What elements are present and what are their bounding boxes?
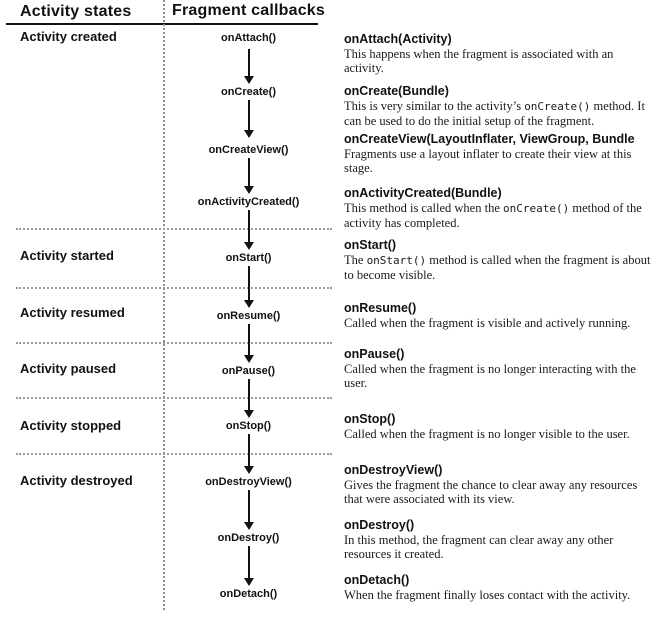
description-text: method of the activity has completed. (344, 201, 642, 230)
description-body: This happens when the fragment is associ… (344, 47, 653, 75)
description-oncreate: onCreate(Bundle) This is very similar to… (344, 84, 653, 128)
description-text: This happens when the fragment is associ… (344, 47, 614, 75)
description-onactivitycreated: onActivityCreated(Bundle) This method is… (344, 186, 653, 230)
callback-onattach: onAttach() (221, 32, 276, 44)
description-text: When the fragment finally loses contact … (344, 588, 631, 602)
description-text: method is called when the fragment is ab… (344, 253, 651, 282)
state-separator-dotted (16, 287, 332, 289)
description-heading: onDestroyView() (344, 463, 443, 477)
state-separator-dotted (16, 228, 332, 230)
description-inline-code: onStart() (366, 254, 427, 267)
description-heading: onStart() (344, 238, 397, 252)
description-onresume: onResume() Called when the fragment is v… (344, 301, 653, 330)
description-heading: onDestroy() (344, 518, 415, 532)
description-inline-code: onCreate() (503, 202, 570, 215)
state-separator-dotted (16, 342, 332, 344)
description-oncreateview: onCreateView(LayoutInflater, ViewGroup, … (344, 132, 653, 175)
description-text: In this method, the fragment can clear a… (344, 533, 614, 561)
activity-states-header: Activity states (20, 3, 132, 20)
description-onattach: onAttach(Activity) This happens when the… (344, 32, 653, 75)
description-body: Fragments use a layout inflater to creat… (344, 147, 653, 175)
description-body: Gives the fragment the chance to clear a… (344, 478, 653, 506)
description-text: Fragments use a layout inflater to creat… (344, 147, 632, 175)
flow-arrow-down-icon (244, 100, 254, 138)
state-activity-paused: Activity paused (20, 361, 117, 376)
description-inline-code: onCreate() (524, 100, 591, 113)
description-heading: onPause() (344, 347, 405, 361)
description-heading: onDetach() (344, 573, 410, 587)
fragment-callbacks-header: Fragment callbacks (172, 2, 325, 19)
description-body: The onStart() method is called when the … (344, 253, 653, 282)
flow-arrow-down-icon (244, 210, 254, 250)
description-ondestroyview: onDestroyView() Gives the fragment the c… (344, 463, 653, 506)
description-ondestroy: onDestroy() In this method, the fragment… (344, 518, 653, 561)
state-activity-resumed: Activity resumed (20, 305, 125, 320)
state-separator-dotted (16, 397, 332, 399)
description-heading: onStop() (344, 412, 396, 426)
description-text: This method is called when the (344, 201, 503, 215)
flow-arrow-down-icon (244, 324, 254, 363)
description-heading: onCreateView(LayoutInflater, ViewGroup, … (344, 132, 635, 146)
callback-ondestroyview: onDestroyView() (205, 476, 292, 488)
callback-ondetach: onDetach() (219, 588, 278, 600)
callback-onactivitycreated: onActivityCreated() (197, 196, 300, 208)
description-ondetach: onDetach() When the fragment finally los… (344, 573, 653, 602)
description-onstop: onStop() Called when the fragment is no … (344, 412, 653, 441)
flow-arrow-down-icon (244, 379, 254, 418)
flow-arrow-down-icon (244, 546, 254, 586)
state-activity-destroyed: Activity destroyed (20, 473, 133, 488)
description-body: In this method, the fragment can clear a… (344, 533, 653, 561)
description-heading: onActivityCreated(Bundle) (344, 186, 502, 200)
description-body: When the fragment finally loses contact … (344, 588, 653, 602)
description-body: Called when the fragment is no longer vi… (344, 427, 653, 441)
header-underline (6, 23, 318, 25)
description-onstart: onStart() The onStart() method is called… (344, 238, 653, 282)
state-activity-created: Activity created (20, 29, 117, 44)
description-text: Gives the fragment the chance to clear a… (344, 478, 638, 506)
callback-ondestroy: onDestroy() (217, 532, 280, 544)
description-text: The (344, 253, 367, 267)
flow-arrow-down-icon (244, 266, 254, 308)
description-body: Called when the fragment is visible and … (344, 316, 653, 330)
description-body: This method is called when the onCreate(… (344, 201, 653, 230)
description-body: Called when the fragment is no longer in… (344, 362, 653, 390)
description-onpause: onPause() Called when the fragment is no… (344, 347, 653, 390)
flow-arrow-down-icon (244, 158, 254, 194)
description-text: This is very similar to the activity’s (344, 99, 525, 113)
callback-oncreateview: onCreateView() (208, 144, 289, 156)
flow-arrow-down-icon (244, 490, 254, 530)
description-text: Called when the fragment is visible and … (344, 316, 631, 330)
state-activity-stopped: Activity stopped (20, 418, 122, 433)
description-heading: onAttach(Activity) (344, 32, 452, 46)
description-text: Called when the fragment is no longer vi… (344, 427, 630, 441)
callback-onpause: onPause() (221, 365, 276, 377)
description-heading: onResume() (344, 301, 417, 315)
callback-onstart: onStart() (225, 252, 272, 264)
state-separator-dotted (16, 453, 332, 455)
description-text: method. It can be used to do the initial… (344, 99, 645, 128)
callback-onstop: onStop() (225, 420, 272, 432)
description-text: Called when the fragment is no longer in… (344, 362, 636, 390)
callback-oncreate: onCreate() (220, 86, 276, 98)
callback-onresume: onResume() (216, 310, 281, 322)
column-divider-dotted (163, 0, 165, 610)
description-heading: onCreate(Bundle) (344, 84, 449, 98)
state-activity-started: Activity started (20, 248, 114, 263)
description-body: This is very similar to the activity’s o… (344, 99, 653, 128)
flow-arrow-down-icon (244, 434, 254, 474)
flow-arrow-down-icon (244, 49, 254, 84)
